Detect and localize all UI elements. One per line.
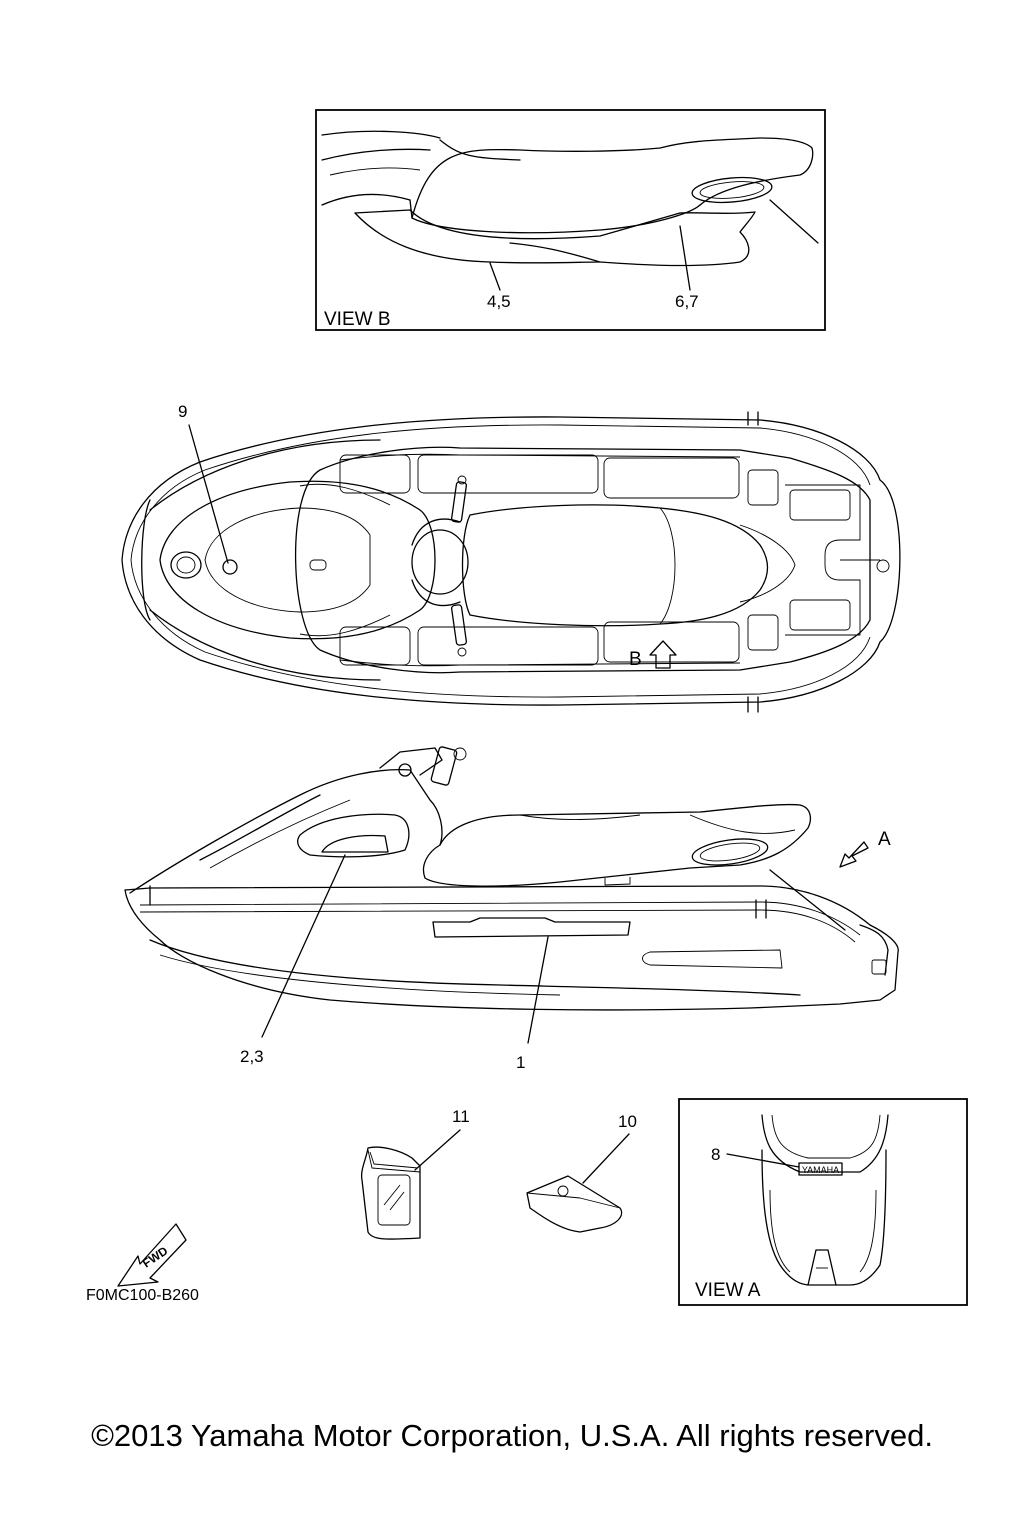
callout-leader-10 [582, 1133, 630, 1184]
top-view-arrow-label: B [629, 649, 642, 670]
callout-8: 8 [711, 1145, 720, 1164]
top-view-handlebar [411, 475, 469, 657]
top-view-decal-9 [222, 559, 238, 575]
callout-6-7: 6,7 [675, 292, 699, 311]
view-a-badge-text: YAMAHA [802, 1165, 839, 1175]
callout-leader-4-5 [489, 262, 501, 291]
fwd-arrow-icon: FWD [117, 1223, 187, 1287]
top-view-hood [159, 480, 436, 640]
side-view-decal-2-3 [321, 834, 389, 853]
top-view-seat [461, 504, 796, 627]
top-view-deck [294, 446, 890, 674]
callout-leader-9 [188, 424, 229, 564]
callout-2-3: 2,3 [240, 1047, 264, 1066]
view-a-label: VIEW A [695, 1280, 761, 1301]
top-view-b-arrow: B [629, 640, 677, 670]
copyright-notice: ©2013 Yamaha Motor Corporation, U.S.A. A… [91, 1418, 933, 1453]
callout-9: 9 [178, 402, 187, 421]
part-11-decal: 11 [360, 1107, 470, 1240]
side-view-hull [124, 885, 899, 1011]
view-b-inset: 4,5 6,7 VIEW B [315, 109, 826, 331]
view-a-inset: YAMAHA 8 VIEW A [678, 1098, 968, 1306]
callout-leader-11 [414, 1129, 461, 1171]
side-view-arrow-label: A [878, 829, 891, 850]
callout-11: 11 [452, 1107, 470, 1126]
side-view-seat [422, 803, 846, 931]
fwd-label: FWD [140, 1243, 171, 1270]
side-view-hood [129, 746, 467, 894]
view-b-seat-drawing [321, 130, 819, 267]
side-view-decal-1 [432, 917, 783, 969]
view-b-frame [315, 109, 826, 331]
diagram-code: F0MC100-B260 [86, 1287, 199, 1304]
view-a-stern-drawing [761, 1114, 889, 1286]
top-view: B 9 [121, 402, 901, 713]
callout-10: 10 [618, 1112, 637, 1131]
callout-leader-8 [726, 1153, 800, 1168]
callout-4-5: 4,5 [487, 292, 511, 311]
side-view: A 2,3 1 [124, 746, 899, 1072]
top-view-hull [121, 411, 901, 713]
view-a-frame [678, 1098, 968, 1306]
side-view-a-arrow: A [839, 829, 891, 868]
callout-1: 1 [516, 1053, 525, 1072]
view-b-label: VIEW B [324, 309, 391, 330]
callout-leader-6-7 [679, 225, 691, 291]
callout-leader-2-3 [261, 854, 346, 1038]
callout-leader-1 [527, 936, 549, 1044]
part-10-sleeve: 10 [526, 1112, 637, 1233]
view-a-yamaha-badge [798, 1162, 843, 1176]
